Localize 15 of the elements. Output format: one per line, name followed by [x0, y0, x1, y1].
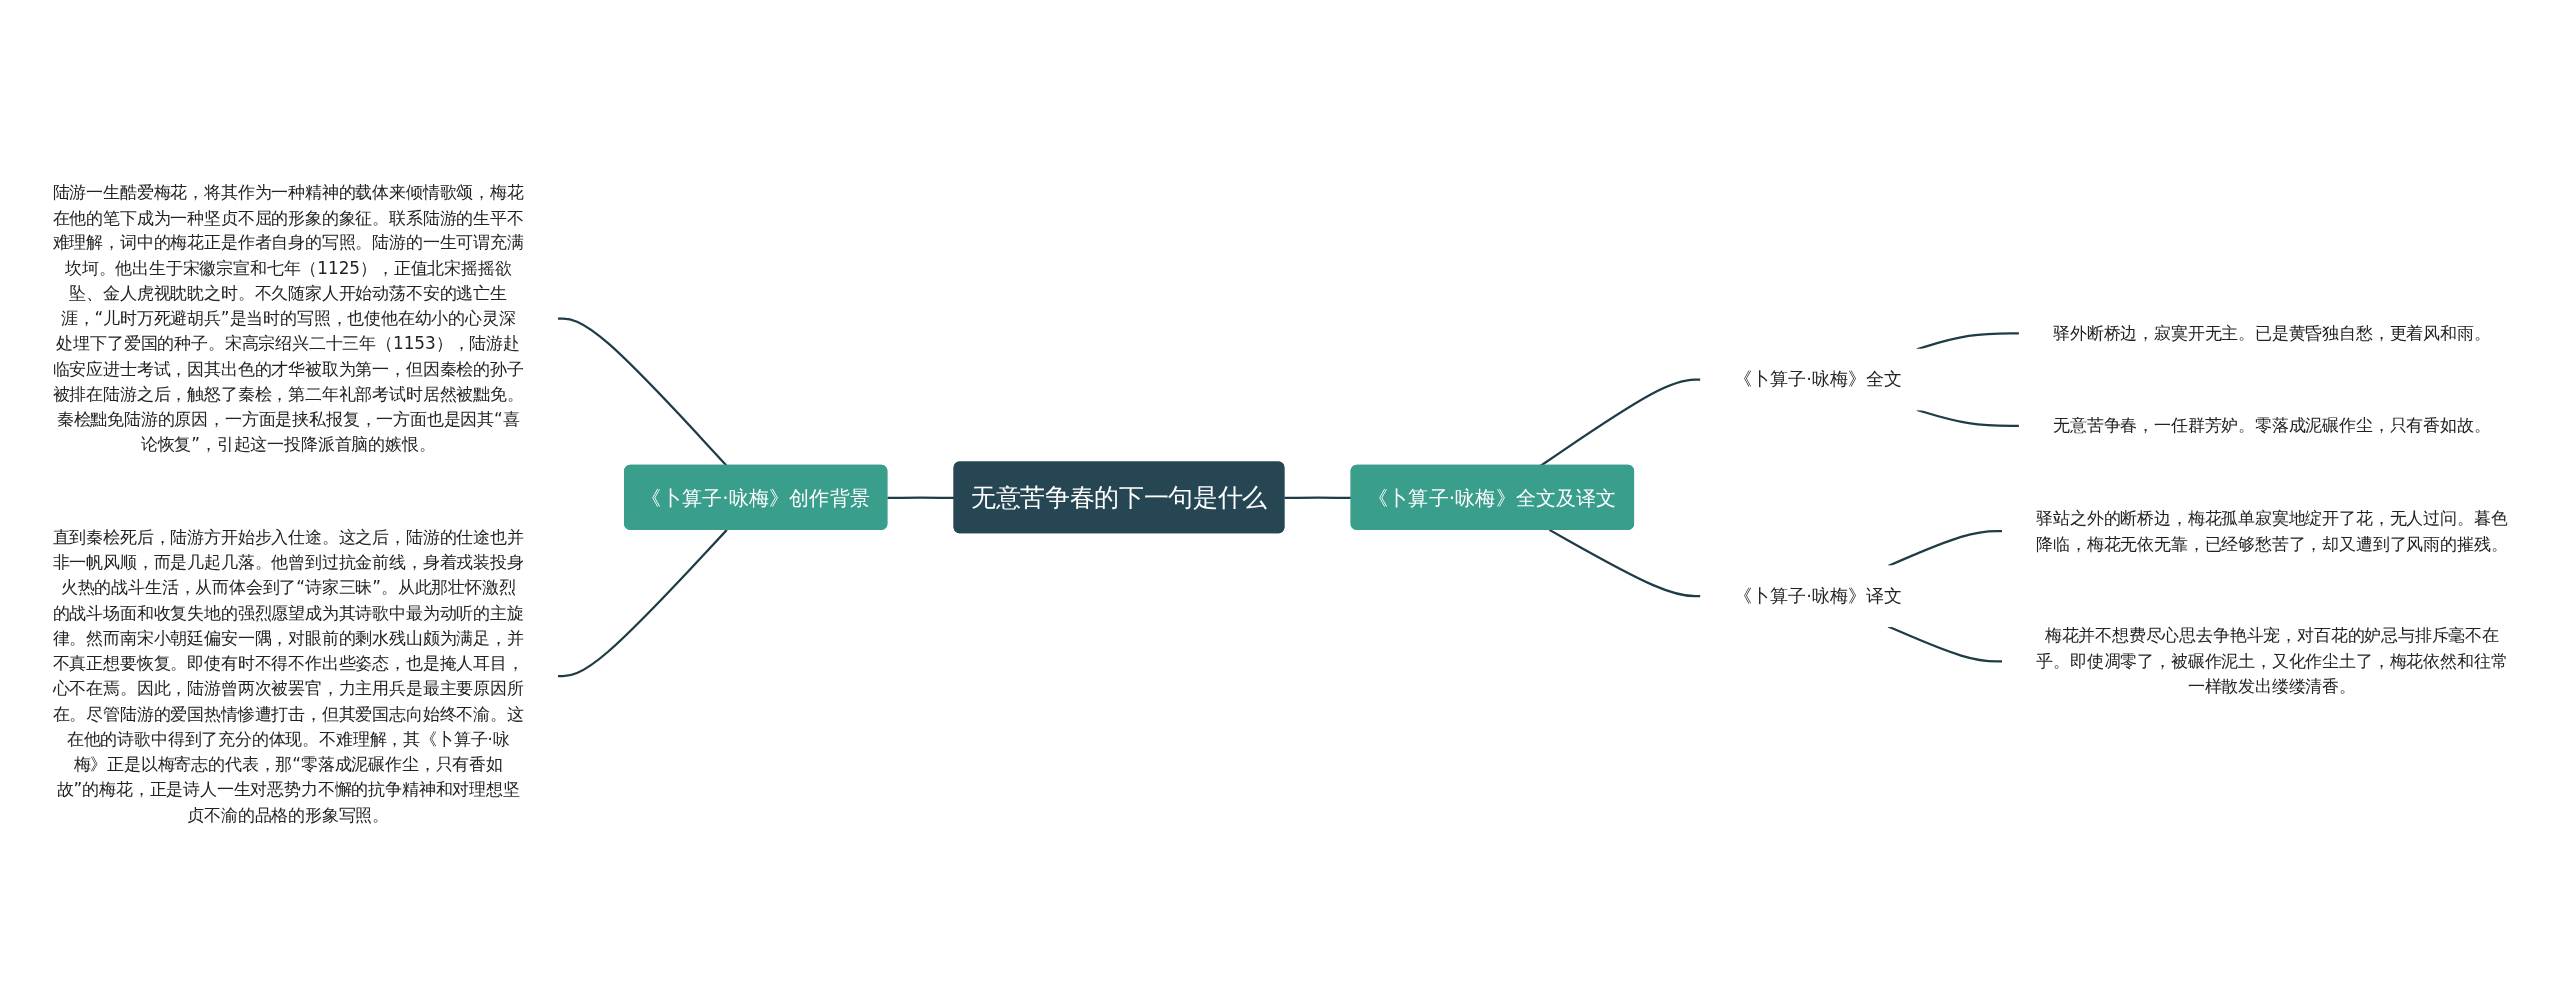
node-text: 无意苦争春，一任群芳妒。零落成泥碾作尘，只有香如故。 [2053, 415, 2491, 436]
node-text: 《卜算子·咏梅》译文 [1734, 585, 1902, 607]
node-text: 直到秦桧死后，陆游方开始步入仕途。这之后，陆游的仕途也并非一帆风顺，而是几起几落。他曾到过抗金前线，身着戎装投身火热的战斗生活，从而体会到了“诗家三昧”。从此那壮怀激烈的战斗场面和收复失地的强烈愿望成为其诗歌中最为动听的主旋律。然而南宋小朝廷偏安一隅，对眼前的剩水残山颇为满足，并不真正想要恢复。即使有时不得不作出些姿态，也是掩人耳目，心不在焉。因此，陆游曾两次被罢官，力主用兵是最主要原因所在。尽管陆游的爱国热情惨遭打击，但其爱国志向始终不渝。这在他的诗歌中得到了充分的体现。不难理解，其《卜算子·咏梅》正是以梅寄志的代表，那“零落成泥碾作尘，只有香如故”的梅花，正是诗人一生对恶势力不懈的抗争精神和对理想坚贞不渝的品格的形象写照。 [52, 527, 524, 826]
connector [1284, 496, 1352, 500]
connector [887, 496, 955, 500]
connector [557, 529, 728, 678]
node-text: 驿外断桥边，寂寞开无主。已是黄昏独自愁，更着风和雨。 [2053, 323, 2491, 344]
connector [1887, 625, 2003, 663]
node-text: 梅花并不想费尽心思去争艳斗宠，对百花的妒忌与排斥毫不在乎。即使凋零了，被碾作泥土，又化作尘土了，梅花依然和往常一样散发出缕缕清香。 [2036, 626, 2508, 697]
node-text: 《卜算子·咏梅》全文 [1734, 368, 1902, 391]
connector [1887, 530, 2003, 568]
node-text: 驿站之外的断桥边，梅花孤单寂寞地绽开了花，无人过问。暮色降临，梅花无依无靠，已经够愁苦了，却又遭到了风雨的摧残。 [2036, 508, 2508, 554]
node-text: 陆游一生酷爱梅花，将其作为一种精神的载体来倾情歌颂，梅花在他的笔下成为一种坚贞不屈的形象的象征。联系陆游的生平不难理解，词中的梅花正是作者自身的写照。陆游的一生可谓充满坎坷。他出生于宋徽宗宣和七年（1125），正值北宋摇摇欲坠、金人虎视眈眈之时。不久随家人开始动荡不安的逃亡生涯，“儿时万死避胡兵”是当时的写照，也使他在幼小的心灵深处埋下了爱国的种子。宋高宗绍兴二十三年（1153），陆游赴临安应进士考试，因其出色的才华被取为第一，但因秦桧的孙子被排在陆游之后，触怒了秦桧，第二年礼部考试时居然被黜免。秦桧黜免陆游的原因，一方面是挟私报复，一方面也是因其“喜论恢复”，引起这一投降派首脑的嫉恨。 [52, 182, 524, 455]
connector [1548, 529, 1701, 598]
connector [1916, 332, 2020, 351]
